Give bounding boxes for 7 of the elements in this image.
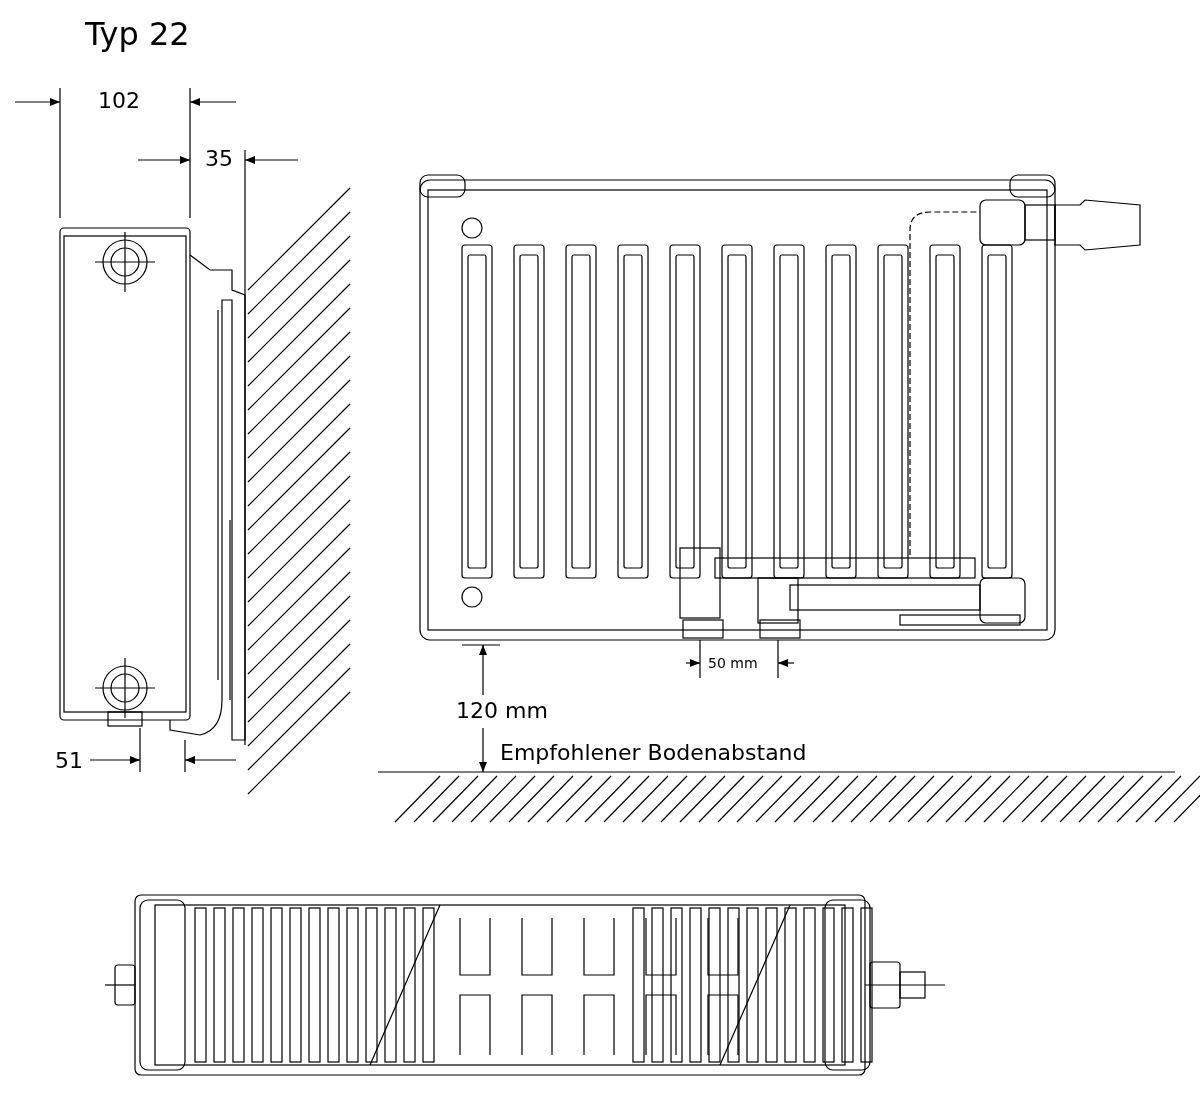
dimension-label: 50 mm — [708, 656, 758, 670]
title: Typ 22 — [85, 18, 190, 50]
dimension-label: 35 — [205, 148, 233, 170]
dimension-label: 120 mm — [456, 700, 548, 722]
note: Empfohlener Bodenabstand — [500, 742, 807, 764]
dimension-label: 51 — [55, 750, 83, 772]
dimension-label: 102 — [98, 90, 140, 112]
